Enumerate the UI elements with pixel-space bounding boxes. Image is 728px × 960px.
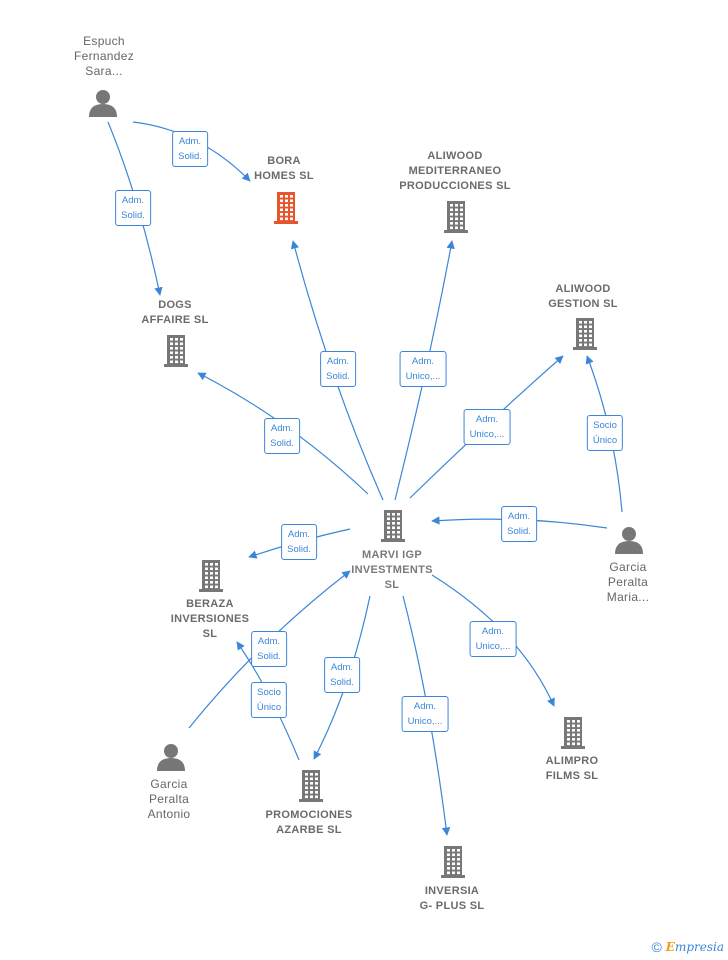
building-icon-inversia[interactable] <box>441 846 465 878</box>
node-label-marvi[interactable]: MARVI IGP INVESTMENTS SL <box>351 549 433 591</box>
node-label-espuch[interactable]: Espuch Fernandez Sara... <box>73 34 135 78</box>
edge-label-maria-aliwood-gestion[interactable]: Socio Único <box>586 415 624 451</box>
edge-label-marvi-bora[interactable]: Adm. Solid. <box>320 351 356 387</box>
node-label-antonio[interactable]: Garcia Peralta Antonio <box>147 777 191 821</box>
edge-label-marvi-aliwood-gestion[interactable]: Adm. Unico,... <box>463 409 511 445</box>
node-label-promociones[interactable]: PROMOCIONES AZARBE SL <box>265 809 353 836</box>
edge-label-promociones-beraza[interactable]: Socio Único <box>250 682 288 718</box>
edge-label-antonio-marvi[interactable]: Adm. Solid. <box>251 631 287 667</box>
node-label-alimpro[interactable]: ALIMPRO FILMS SL <box>545 755 599 782</box>
edge-label-maria-marvi[interactable]: Adm. Solid. <box>501 506 537 542</box>
edge-label-marvi-alimpro[interactable]: Adm. Unico,... <box>469 621 517 657</box>
building-icon-aliwood_m[interactable] <box>444 201 468 233</box>
person-icon-espuch[interactable] <box>89 90 117 117</box>
icons-layer <box>89 90 643 878</box>
edge-label-marvi-dogs[interactable]: Adm. Solid. <box>264 418 300 454</box>
node-label-bora[interactable]: BORA HOMES SL <box>254 155 314 182</box>
edge-label-espuch-bora[interactable]: Adm. Solid. <box>172 131 208 167</box>
building-icon-bora[interactable] <box>274 192 298 224</box>
person-icon-antonio[interactable] <box>157 744 185 771</box>
building-icon-dogs[interactable] <box>164 335 188 367</box>
building-icon-aliwood_g[interactable] <box>573 318 597 350</box>
footer-brand: © Empresia <box>651 939 724 955</box>
node-label-aliwood-mediterraneo[interactable]: ALIWOOD MEDITERRANEO PRODUCCIONES SL <box>399 150 511 192</box>
building-icon-beraza[interactable] <box>199 560 223 592</box>
building-icon-promociones[interactable] <box>299 770 323 802</box>
node-label-maria[interactable]: Garcia Peralta Maria... <box>606 560 650 604</box>
building-icon-alimpro[interactable] <box>561 717 585 749</box>
node-label-dogs[interactable]: DOGS AFFAIRE SL <box>141 299 209 326</box>
brand-logo: Empresia <box>665 940 724 954</box>
edge-label-espuch-dogs[interactable]: Adm. Solid. <box>115 190 151 226</box>
edge-label-marvi-beraza[interactable]: Adm. Solid. <box>281 524 317 560</box>
node-label-beraza[interactable]: BERAZA INVERSIONES SL <box>170 598 250 640</box>
edge-label-marvi-inversia[interactable]: Adm. Unico,... <box>401 696 449 732</box>
edge-label-marvi-promociones[interactable]: Adm. Solid. <box>324 657 360 693</box>
edge-label-marvi-aliwood-mediterraneo[interactable]: Adm. Unico,... <box>399 351 447 387</box>
building-icon-marvi[interactable] <box>381 510 405 542</box>
copyright-icon: © <box>651 939 662 955</box>
node-label-aliwood-gestion[interactable]: ALIWOOD GESTION SL <box>548 283 618 310</box>
person-icon-maria[interactable] <box>615 527 643 554</box>
edges-layer <box>107 121 623 836</box>
node-label-inversia[interactable]: INVERSIA G- PLUS SL <box>419 885 485 912</box>
